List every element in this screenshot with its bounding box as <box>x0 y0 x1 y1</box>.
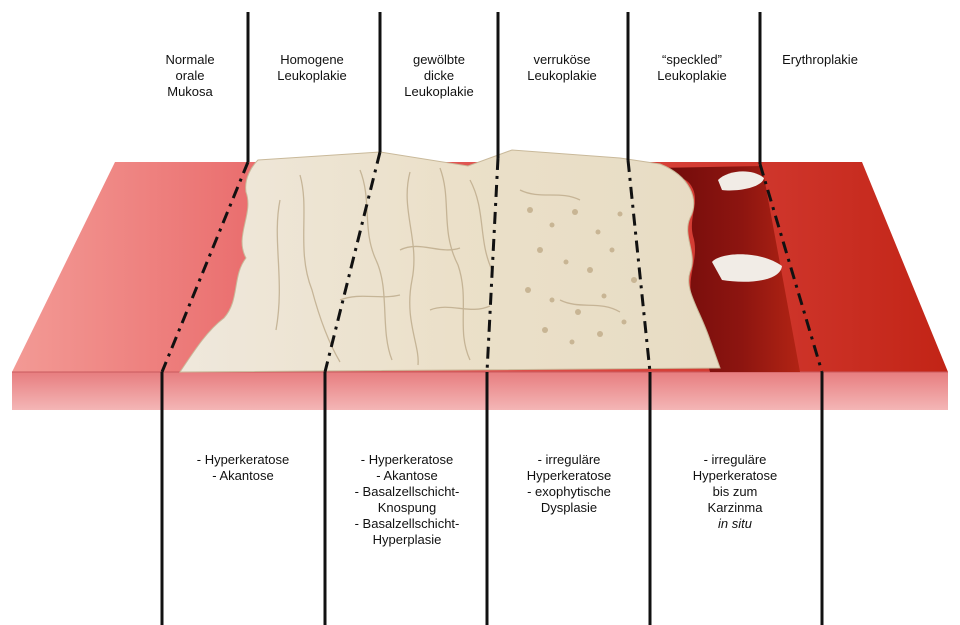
label-line: Hyperkeratose <box>660 468 810 484</box>
label-line: - exophytische <box>494 484 644 500</box>
label-line: “speckled” <box>642 52 742 68</box>
label-line: - Hyperkeratose <box>168 452 318 468</box>
top-label-homogeneous-leukoplakia: Homogene Leukoplakie <box>262 52 362 84</box>
in-situ-text: in situ <box>718 516 752 531</box>
label-line: Erythroplakie <box>770 52 870 68</box>
bottom-label-histology-1: - Hyperkeratose - Akantose <box>168 452 318 484</box>
label-line: Mukosa <box>150 84 230 100</box>
label-line-italic: in situ <box>660 516 810 532</box>
label-line: Leukoplakie <box>512 68 612 84</box>
label-line: orale <box>150 68 230 84</box>
label-line: Normale <box>150 52 230 68</box>
label-line: - Basalzellschicht- <box>332 484 482 500</box>
bottom-label-histology-4: - irreguläre Hyperkeratose bis zum Karzi… <box>660 452 810 532</box>
label-line: Dysplasie <box>494 500 644 516</box>
label-line: Leukoplakie <box>262 68 362 84</box>
top-label-verrucous-leukoplakia: verruköse Leukoplakie <box>512 52 612 84</box>
label-line: - irreguläre <box>494 452 644 468</box>
label-line: - Akantose <box>168 468 318 484</box>
top-label-erythroplakia: Erythroplakie <box>770 52 870 68</box>
label-line: Leukoplakie <box>642 68 742 84</box>
label-line: Homogene <box>262 52 362 68</box>
top-label-speckled-leukoplakia: “speckled” Leukoplakie <box>642 52 742 84</box>
label-line: - Hyperkeratose <box>332 452 482 468</box>
top-label-normal-mucosa: Normale orale Mukosa <box>150 52 230 100</box>
label-line: - Basalzellschicht- <box>332 516 482 532</box>
label-line: - Akantose <box>332 468 482 484</box>
label-line: Leukoplakie <box>392 84 486 100</box>
slab-side-face <box>12 372 948 410</box>
label-line: Karzinma <box>660 500 810 516</box>
label-line: Hyperkeratose <box>494 468 644 484</box>
top-label-thick-leukoplakia: gewölbte dicke Leukoplakie <box>392 52 486 100</box>
label-line: Knospung <box>332 500 482 516</box>
label-line: Hyperplasie <box>332 532 482 548</box>
bottom-label-histology-2: - Hyperkeratose - Akantose - Basalzellsc… <box>332 452 482 548</box>
label-line: bis zum <box>660 484 810 500</box>
bottom-label-histology-3: - irreguläre Hyperkeratose - exophytisch… <box>494 452 644 516</box>
label-line: - irreguläre <box>660 452 810 468</box>
label-line: dicke <box>392 68 486 84</box>
label-line: verruköse <box>512 52 612 68</box>
label-line: gewölbte <box>392 52 486 68</box>
